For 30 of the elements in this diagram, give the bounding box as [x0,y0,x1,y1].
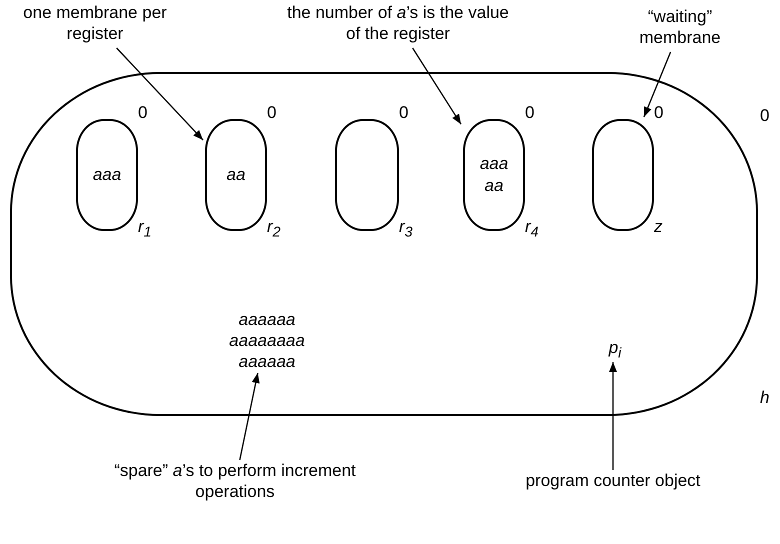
charge-label: 0 [760,106,770,126]
leader-arrow [116,48,204,140]
leader-arrow [609,362,617,470]
membrane [335,119,399,231]
leader-arrow [412,48,462,125]
membrane-label: r$_{1}$ [138,217,152,240]
annotation-text: the number of a’s is the value of the register [282,2,514,48]
object-text: aaaaaa aaaaaaaa aaaaaa [217,305,317,375]
charge-label: 0 [525,103,534,123]
membrane: aaa [76,119,138,231]
leader-arrow [643,52,672,118]
membrane-label: r$_{3}$ [399,217,413,240]
annotation-text: program counter object [478,470,748,494]
membrane-label: z [654,217,662,237]
membrane-label: r$_{4}$ [525,217,539,240]
charge-label: 0 [654,103,664,123]
membrane [592,119,654,231]
annotation-text: “waiting” membrane [610,6,750,52]
charge-label: 0 [399,103,408,123]
membrane: aaa aa [463,119,525,231]
membrane-label: r$_{2}$ [267,217,281,240]
membrane-label: h [760,388,770,408]
annotation-text: “spare” a’s to perform increment operations [110,460,360,506]
annotation-text: one membrane per register [10,2,180,48]
object-text: p$_{i}$ [600,338,630,364]
leader-arrow [239,372,260,460]
membrane: aa [205,119,267,231]
charge-label: 0 [267,103,276,123]
outer-membrane [10,72,758,416]
charge-label: 0 [138,103,148,123]
